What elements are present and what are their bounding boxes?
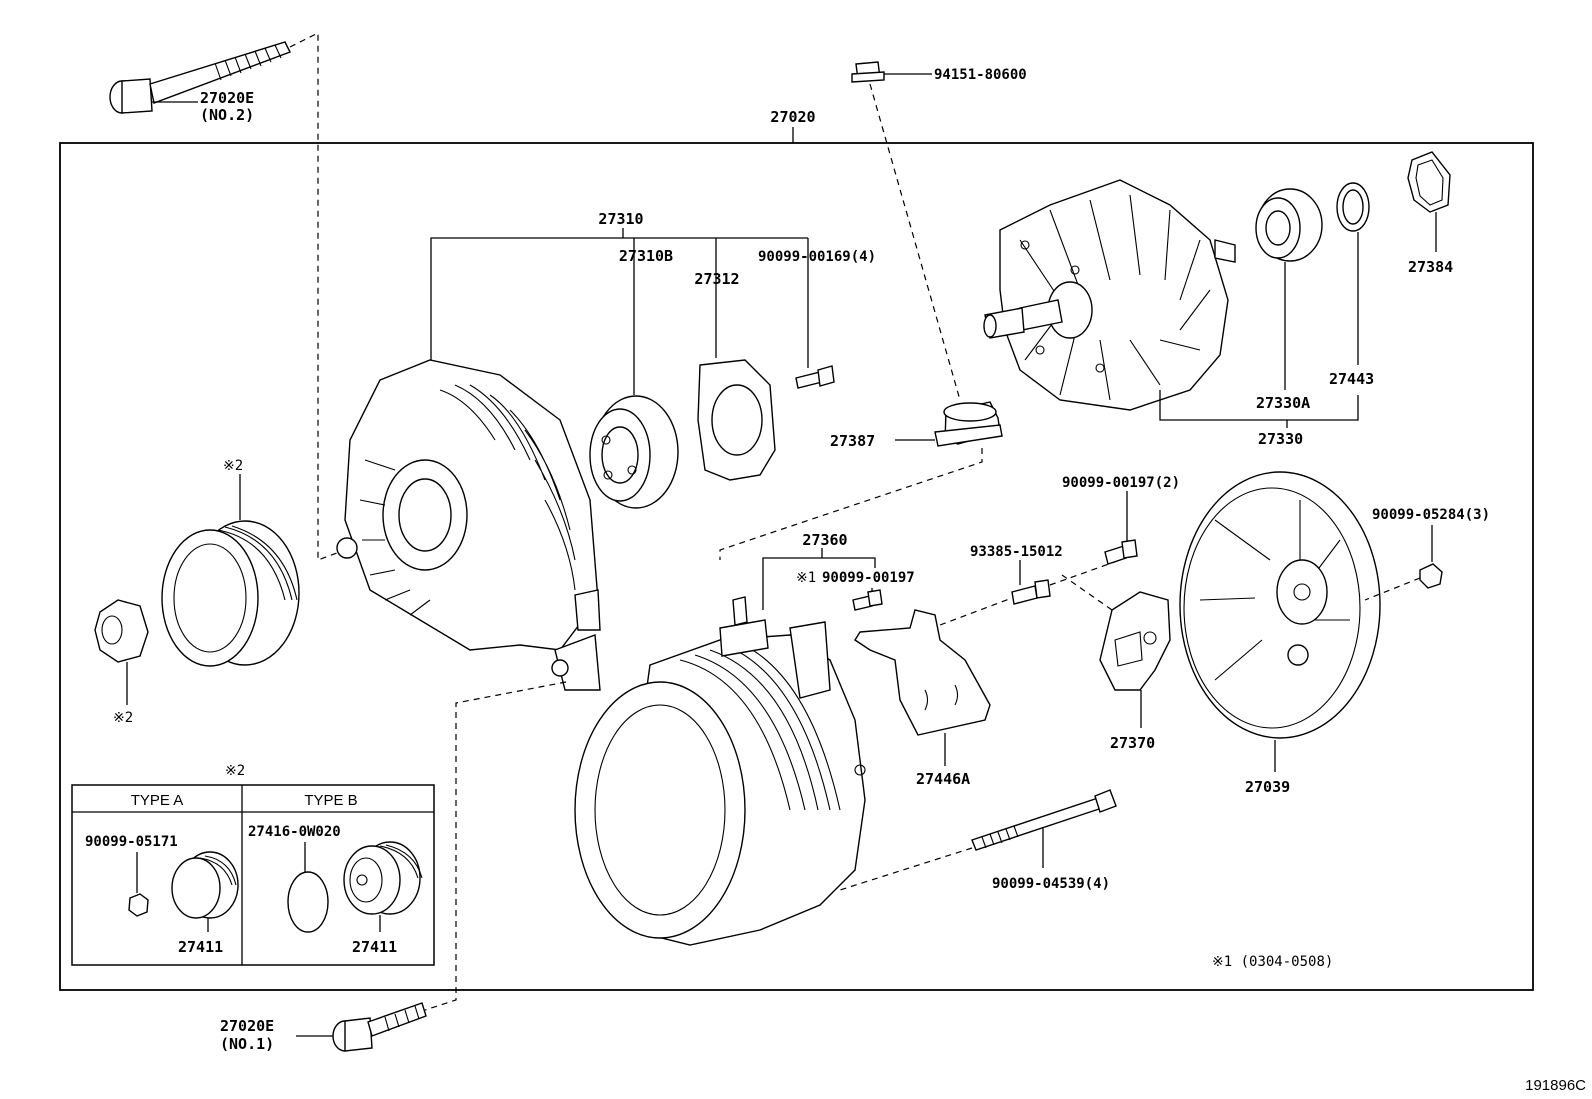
pulley-type-inset — [71, 784, 435, 966]
bolt-no1 — [332, 1002, 427, 1052]
label-27039: 27039 — [1245, 778, 1290, 796]
inset-b-cap — [287, 871, 329, 933]
inset-a-pulley — [171, 851, 239, 919]
rear-cover — [1179, 471, 1381, 739]
label-27020: 27020 — [770, 108, 815, 126]
label-27384: 27384 — [1408, 258, 1453, 276]
label-27020e-no1: 27020E — [220, 1017, 274, 1035]
inset-b-cap-label: 27416-0W020 — [248, 824, 341, 840]
label-93385-15012: 93385-15012 — [970, 544, 1063, 560]
label-94151-80600: 94151-80600 — [934, 67, 1027, 83]
brush-holder — [1099, 591, 1171, 691]
label-90099-00169: 90099-00169(4) — [758, 249, 876, 265]
label-27330a: 27330A — [1256, 394, 1310, 412]
pulley — [161, 520, 300, 667]
inset-type-a: TYPE A — [131, 792, 184, 809]
inset-type-b: TYPE B — [304, 792, 357, 809]
bearing-retainer — [697, 359, 776, 481]
mark-pulley: ※2 — [223, 458, 243, 474]
label-27310: 27310 — [598, 210, 643, 228]
label-27370: 27370 — [1110, 734, 1155, 752]
through-bolt — [971, 789, 1117, 851]
label-27312: 27312 — [694, 270, 739, 288]
drive-end-frame — [336, 359, 601, 691]
label-no1: (NO.1) — [220, 1035, 274, 1053]
rotor — [983, 179, 1236, 411]
front-bearing — [589, 395, 679, 509]
inset-a-pulley-label: 27411 — [178, 938, 223, 956]
assembly-frame — [59, 142, 1534, 991]
note-serial-range: ※1 (0304-0508) — [1212, 954, 1333, 970]
label-27443: 27443 — [1329, 370, 1374, 388]
holder-screw — [1104, 539, 1138, 565]
rotor-rear-bearing — [1255, 188, 1323, 262]
label-90099-05284: 90099-05284(3) — [1372, 507, 1490, 523]
brush-screw — [1011, 579, 1051, 605]
label-27020e-no2: 27020E — [200, 89, 254, 107]
bolt-no2 — [109, 41, 291, 114]
seal — [1407, 151, 1451, 213]
label-90099-00197-2: 90099-00197(2) — [1062, 475, 1180, 491]
cover-nut — [1419, 563, 1443, 589]
label-27310b: 27310B — [619, 247, 673, 265]
bearing-cover — [1336, 182, 1370, 232]
label-27360: 27360 — [802, 531, 847, 549]
retainer-screw — [795, 365, 835, 389]
mark-inset: ※2 — [225, 763, 245, 779]
stator-screw — [852, 589, 883, 611]
stator-assembly — [574, 596, 866, 946]
inset-b-pulley-label: 27411 — [352, 938, 397, 956]
figure-id: 191896C — [1525, 1077, 1586, 1094]
label-no2: (NO.2) — [200, 106, 254, 124]
cap-nut — [851, 61, 885, 83]
label-27330: 27330 — [1258, 430, 1303, 448]
label-90099-04539: 90099-04539(4) — [992, 876, 1110, 892]
mark-1-screw: ※1 — [796, 570, 816, 586]
label-90099-00197-stator: 90099-00197 — [822, 570, 915, 586]
pulley-nut — [94, 599, 149, 663]
terminal-plate — [854, 609, 991, 736]
terminal-insulator — [934, 401, 1003, 447]
inset-b-pulley — [343, 841, 423, 915]
inset-a-nut-label: 90099-05171 — [85, 834, 178, 850]
label-27446a: 27446A — [916, 770, 970, 788]
label-27387: 27387 — [830, 432, 875, 450]
inset-a-nut — [128, 893, 149, 917]
mark-nut: ※2 — [113, 710, 133, 726]
